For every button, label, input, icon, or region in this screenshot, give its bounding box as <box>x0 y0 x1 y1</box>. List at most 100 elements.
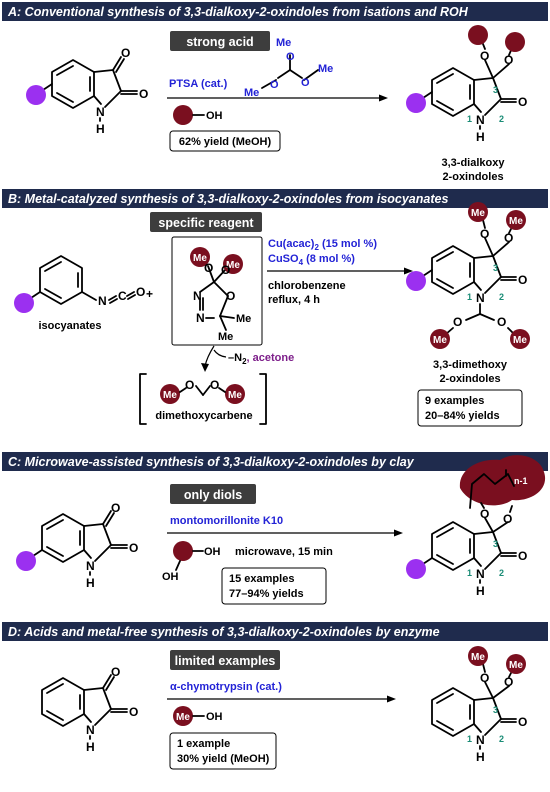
svg-text:H: H <box>476 130 485 144</box>
svg-text:H: H <box>96 122 105 136</box>
svg-text:O: O <box>301 77 310 89</box>
section-b-product-label-1: 3,3-dimethoxy <box>433 359 508 371</box>
svg-text:N: N <box>96 105 105 119</box>
svg-text:O: O <box>453 315 462 329</box>
section-c-title: C: Microwave-assisted synthesis of 3,3-d… <box>8 455 415 469</box>
svg-text:H: H <box>86 740 95 754</box>
svg-text:Me: Me <box>471 208 485 219</box>
svg-text:O: O <box>210 378 219 392</box>
svg-text:O: O <box>480 507 489 521</box>
svg-text:Me: Me <box>218 331 233 343</box>
svg-text:1: 1 <box>467 292 472 302</box>
svg-text:N: N <box>476 291 485 305</box>
section-a-yield-box: 62% yield (MeOH) <box>169 130 281 152</box>
section-d-isatin: O O N H <box>41 665 138 754</box>
svg-text:N: N <box>476 733 485 747</box>
dimethoxycarbene-label: dimethoxycarbene <box>155 410 252 422</box>
svg-text:OH: OH <box>162 571 179 583</box>
svg-text:3: 3 <box>493 705 498 715</box>
section-a-product-label-2: 2-oxindoles <box>442 171 503 183</box>
section-d-yield-box: 1 example 30% yield (MeOH) <box>169 732 277 770</box>
section-d-product: Me Me O O O N H 3 1 2 <box>431 646 527 764</box>
svg-text:O: O <box>480 49 489 63</box>
svg-text:C: C <box>118 289 127 303</box>
svg-text:N: N <box>98 294 107 308</box>
svg-text:O: O <box>129 705 138 719</box>
svg-text:1: 1 <box>467 114 472 124</box>
svg-text:9 examples: 9 examples <box>425 395 484 407</box>
section-a-product-label-1: 3,3-dialkoxy <box>442 157 506 169</box>
svg-text:Me: Me <box>433 335 447 346</box>
section-b-product-label-2: 2-oxindoles <box>439 373 500 385</box>
svg-text:O: O <box>185 378 194 392</box>
svg-text:Me: Me <box>244 87 259 99</box>
plus-sign: + <box>146 287 153 301</box>
section-b-title: B: Metal-catalyzed synthesis of 3,3-dial… <box>8 192 448 206</box>
svg-text:Me: Me <box>193 253 207 264</box>
svg-text:Me: Me <box>509 216 523 227</box>
svg-text:O: O <box>503 512 512 526</box>
section-d-tag-label: limited examples <box>175 654 276 668</box>
svg-text:20–84% yields: 20–84% yields <box>425 410 500 422</box>
svg-text:O: O <box>226 289 235 303</box>
svg-text:3: 3 <box>493 263 498 273</box>
svg-text:O: O <box>121 46 130 60</box>
svg-text:Me: Me <box>226 260 240 271</box>
svg-text:2: 2 <box>499 114 504 124</box>
svg-text:O: O <box>111 665 120 679</box>
svg-text:Me: Me <box>513 335 527 346</box>
section-a-banner: A: Conventional synthesis of 3,3-dialkox… <box>2 2 548 21</box>
section-c-product: n-1 O O O N H 3 1 2 <box>406 455 546 598</box>
svg-text:77–94% yields: 77–94% yields <box>229 588 304 600</box>
svg-text:O: O <box>286 51 295 63</box>
alcohol-r-group <box>173 105 193 125</box>
svg-text:O: O <box>480 227 489 241</box>
svg-text:N: N <box>86 723 95 737</box>
svg-text:O: O <box>518 549 527 563</box>
svg-text:3: 3 <box>493 85 498 95</box>
svg-text:2: 2 <box>499 568 504 578</box>
section-b-catalyst-2: CuSO4 (8 mol %) <box>268 253 355 267</box>
section-a-tag: strong acid <box>170 31 270 51</box>
svg-text:Me: Me <box>471 652 485 663</box>
oxadiazoline-reagent: Me Me O O O N N Me Me <box>171 236 263 346</box>
svg-text:O: O <box>129 541 138 555</box>
section-c-yield-box: 15 examples 77–94% yields <box>221 567 327 605</box>
svg-text:O: O <box>136 285 145 299</box>
svg-text:N: N <box>196 311 205 325</box>
svg-text:H: H <box>476 750 485 764</box>
section-b-yield-box: 9 examples 20–84% yields <box>417 389 523 427</box>
svg-text:n-1: n-1 <box>514 476 528 486</box>
section-b-conditions: reflux, 4 h <box>268 294 320 306</box>
section-a-reagent: PTSA (cat.) <box>169 78 228 90</box>
section-a-arrow <box>167 94 388 102</box>
svg-text:1: 1 <box>467 568 472 578</box>
svg-text:O: O <box>139 87 148 101</box>
svg-text:OH: OH <box>204 546 221 558</box>
svg-text:O: O <box>504 53 513 67</box>
section-a-product: O O O N H 3 1 2 <box>406 25 527 144</box>
section-c-tag-label: only diols <box>184 488 242 502</box>
svg-text:N: N <box>193 289 202 303</box>
svg-text:15 examples: 15 examples <box>229 573 294 585</box>
svg-text:30% yield (MeOH): 30% yield (MeOH) <box>177 753 270 765</box>
section-d-banner: D: Acids and metal-free synthesis of 3,3… <box>2 622 548 641</box>
methanol <box>173 706 193 726</box>
section-b-tag: specific reagent <box>150 212 262 232</box>
section-c-conditions: microwave, 15 min <box>235 546 333 558</box>
svg-text:Me: Me <box>236 313 251 325</box>
svg-text:H: H <box>86 576 95 590</box>
section-d-arrow <box>167 695 396 703</box>
svg-text:1 example: 1 example <box>177 738 230 750</box>
svg-text:O: O <box>518 95 527 109</box>
section-a-tag-label: strong acid <box>186 35 253 49</box>
svg-text:62% yield (MeOH): 62% yield (MeOH) <box>179 136 272 148</box>
section-b-product: Me Me O O O N 3 1 2 O O Me Me <box>406 202 530 349</box>
svg-text:O: O <box>204 261 213 275</box>
svg-text:O: O <box>270 79 279 91</box>
svg-text:N: N <box>476 567 485 581</box>
svg-text:OH: OH <box>206 711 223 723</box>
svg-text:Me: Me <box>163 390 177 401</box>
dimethoxycarbene: Me Me O O <box>139 373 267 425</box>
